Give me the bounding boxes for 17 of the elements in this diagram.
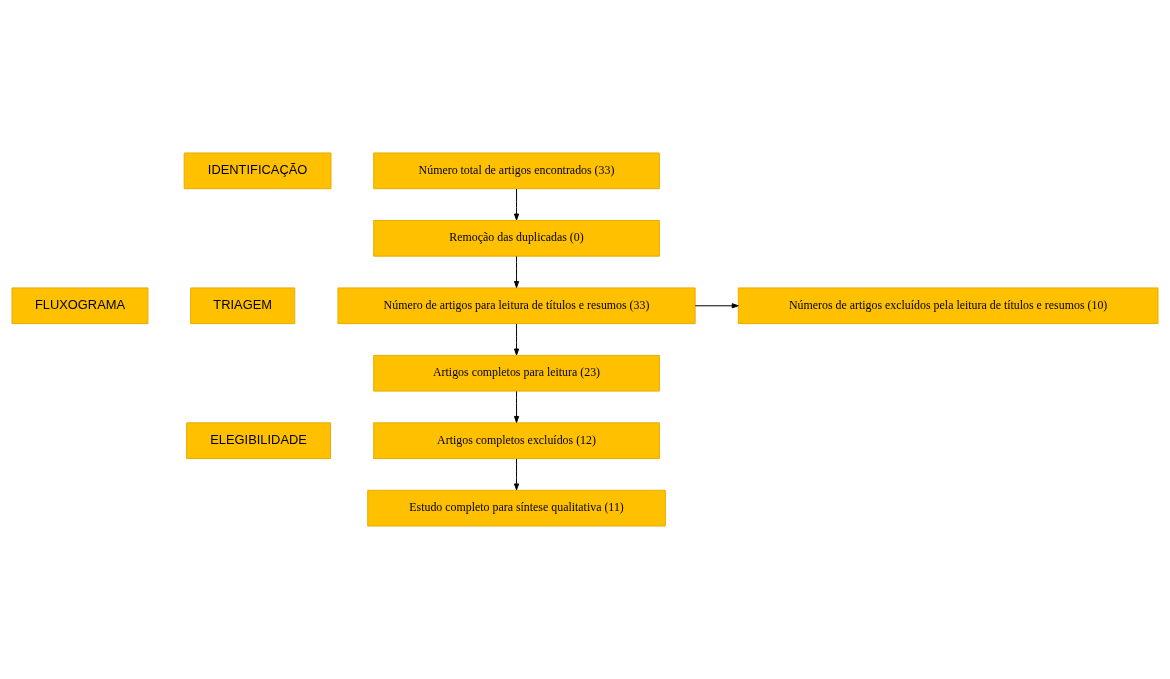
arrow <box>513 188 520 221</box>
node-box: IDENTIFICAÇÃO <box>183 152 332 190</box>
node-box: Número de artigos para leitura de títulos e resumos (33) <box>337 287 696 325</box>
node-box: Número total de artigos encontrados (33) <box>373 152 660 190</box>
node-box: Estudo completo para síntese qualitativa (11) <box>367 489 666 527</box>
node-box: TRIAGEM <box>190 287 296 325</box>
arrow <box>513 256 520 288</box>
arrow <box>513 323 520 356</box>
arrow <box>694 303 739 309</box>
node-box: ELEGIBILIDADE <box>186 422 331 460</box>
arrow <box>513 390 520 423</box>
node-box: Remoção das duplicadas (0) <box>373 219 660 257</box>
node-box: Artigos completos excluídos (12) <box>373 422 660 460</box>
arrow <box>513 458 520 491</box>
node-box: Artigos completos para leitura (23) <box>373 354 660 392</box>
node-box: Números de artigos excluídos pela leitura de títulos e resumos (10) <box>737 287 1159 325</box>
node-box: FLUXOGRAMA <box>11 287 149 325</box>
